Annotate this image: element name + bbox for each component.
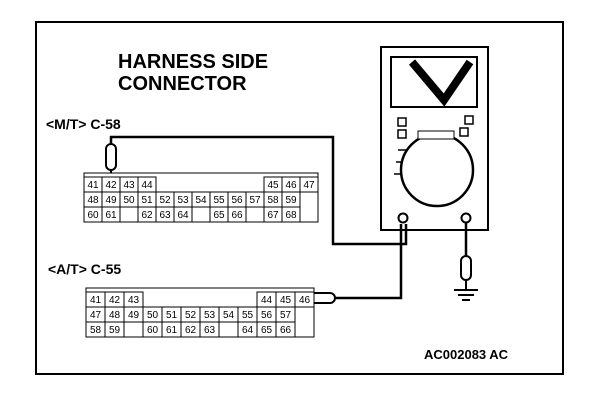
connector-at-pin-52: 52 (185, 310, 197, 321)
connector-at-pin-64: 64 (242, 325, 254, 336)
connector-at-pin-cell (104, 321, 125, 338)
connector-at-pin-cell (275, 321, 296, 338)
connector-at-pin-61: 61 (166, 325, 178, 336)
connector-at-pin-53: 53 (204, 310, 216, 321)
connector-mt-pin-45: 45 (267, 180, 279, 191)
connector-mt-pin-54: 54 (195, 195, 207, 206)
connector-mt-pin-55: 55 (213, 195, 225, 206)
connector-at-pin-66: 66 (280, 325, 292, 336)
test-lead-at (334, 224, 403, 300)
connector-at-pin-45: 45 (280, 295, 292, 306)
connector-at-pin-51: 51 (166, 310, 178, 321)
connector-at-pin-54: 54 (223, 310, 235, 321)
connector-mt-pin-66: 66 (231, 210, 243, 221)
figure-code: AC002083 AC (424, 347, 509, 362)
connector-mt-pin-cell (281, 206, 301, 223)
connector-at-pin-60: 60 (147, 325, 159, 336)
connector-at-pin-43: 43 (128, 295, 140, 306)
connector-at-pin-65: 65 (261, 325, 273, 336)
connector-mt-pin-47: 47 (303, 180, 315, 191)
connector-at-pin-56: 56 (261, 310, 273, 321)
ground-icon (454, 289, 478, 301)
connector-mt-pin-41: 41 (87, 180, 99, 191)
connector-at-c55: 41 42 43 44 45 46 47 48 49 50 51 52 53 54 55 56 57 58 59 60… (85, 287, 315, 338)
connector-at-pin-42: 42 (109, 295, 121, 306)
connector-at-pin-58: 58 (90, 325, 102, 336)
connector-mt-pin-53: 53 (177, 195, 189, 206)
connector-mt-label: <M/T> C-58 (46, 116, 121, 132)
connector-mt-pin-46: 46 (285, 180, 297, 191)
connector-mt-pin-56: 56 (231, 195, 243, 206)
connector-at-pin-cell (294, 291, 315, 308)
connector-at-pin-cell (199, 321, 220, 338)
connector-mt-pin-52: 52 (159, 195, 171, 206)
connector-mt-pin-cell (227, 206, 247, 223)
title-line-1: HARNESS SIDE (118, 51, 268, 73)
multimeter-icon (380, 46, 489, 231)
connector-mt-pin-cell (299, 176, 319, 193)
test-lead-mt (109, 135, 408, 246)
connector-mt-pin-64: 64 (177, 210, 189, 221)
connector-at-label: <A/T> C-55 (48, 261, 121, 277)
connector-mt-pin-65: 65 (213, 210, 225, 221)
connector-mt-pin-60: 60 (87, 210, 99, 221)
connector-mt-pin-57: 57 (249, 195, 261, 206)
connector-mt-pin-51: 51 (141, 195, 153, 206)
connector-at-pin-49: 49 (128, 310, 140, 321)
connector-at-pin-47: 47 (90, 310, 102, 321)
connector-mt-pin-63: 63 (159, 210, 171, 221)
connector-mt-pin-62: 62 (141, 210, 153, 221)
connector-at-pin-41: 41 (90, 295, 102, 306)
connector-mt-pin-50: 50 (123, 195, 135, 206)
connector-at-pin-48: 48 (109, 310, 121, 321)
connector-at-pin-57: 57 (280, 310, 292, 321)
connector-mt-pin-cell (173, 206, 193, 223)
connector-mt-pin-cell (101, 206, 121, 223)
connector-at-pin-59: 59 (109, 325, 121, 336)
connector-mt-c58: 41 42 43 44 45 46 47 48 49 50 51 52 53 54 55 56 57 58 59 60… (83, 172, 319, 223)
connector-mt-pin-43: 43 (123, 180, 135, 191)
connector-mt-pin-44: 44 (141, 180, 153, 191)
connector-mt-pin-48: 48 (87, 195, 99, 206)
connector-mt-pin-49: 49 (105, 195, 117, 206)
connector-at-pin-62: 62 (185, 325, 197, 336)
title-line-2: CONNECTOR (118, 73, 247, 95)
connector-mt-pin-42: 42 (105, 180, 117, 191)
connector-at-pin-63: 63 (204, 325, 216, 336)
connector-mt-pin-58: 58 (267, 195, 279, 206)
connector-at-pin-55: 55 (242, 310, 254, 321)
connector-mt-pin-61: 61 (105, 210, 117, 221)
connector-mt-pin-67: 67 (267, 210, 279, 221)
probe-mt (105, 143, 117, 171)
ground-lead (460, 222, 472, 289)
connector-mt-pin-68: 68 (285, 210, 297, 221)
connector-at-pin-50: 50 (147, 310, 159, 321)
connector-at-pin-46: 46 (299, 295, 311, 306)
connector-mt-pin-59: 59 (285, 195, 297, 206)
connector-at-pin-44: 44 (261, 295, 273, 306)
